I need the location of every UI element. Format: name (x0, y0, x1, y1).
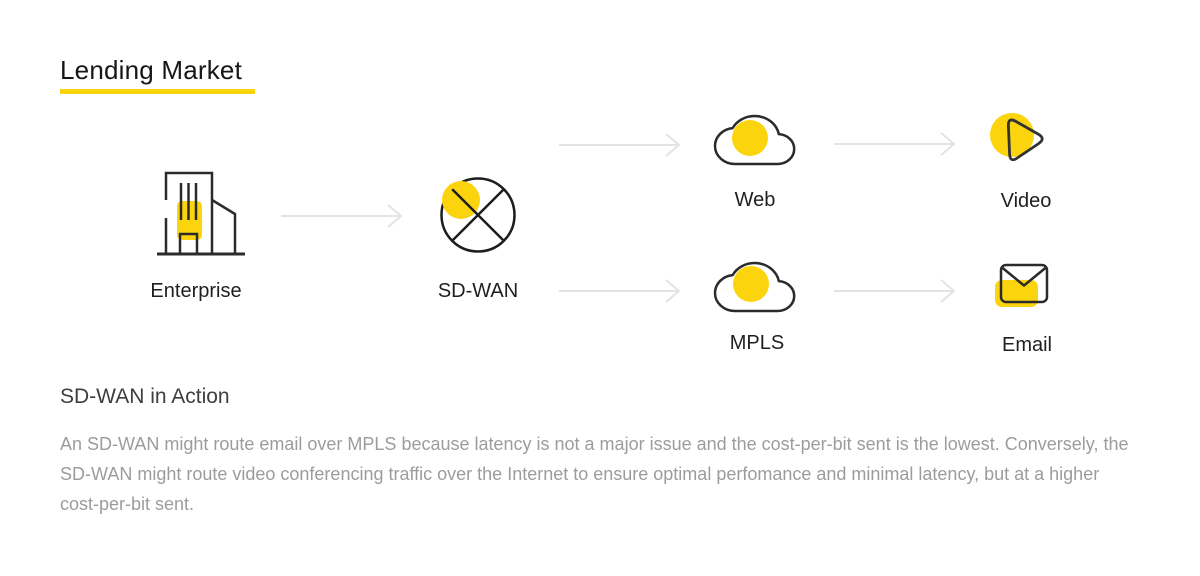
page-title: Lending Market (60, 55, 243, 85)
cloud-icon (713, 114, 796, 166)
cloud-icon (713, 261, 796, 313)
node-label-web: Web (734, 189, 776, 211)
title-underline (60, 89, 255, 94)
node-label-enterprise: Enterprise (150, 280, 242, 302)
arrow-right-icon (834, 279, 956, 303)
play-icon (990, 113, 1044, 162)
arrow-right-icon (559, 133, 681, 157)
node-label-mpls: MPLS (729, 332, 785, 354)
section-heading: SD-WAN in Action (60, 385, 230, 408)
envelope-icon (995, 263, 1049, 307)
building-icon (157, 171, 245, 256)
node-label-email: Email (1001, 334, 1053, 356)
node-label-sdwan: SD-WAN (437, 280, 519, 302)
node-label-video: Video (1000, 190, 1052, 212)
arrow-right-icon (281, 204, 403, 228)
arrow-right-icon (559, 279, 681, 303)
hub-icon (440, 177, 516, 253)
arrow-right-icon (834, 132, 956, 156)
section-body-text: An SD-WAN might route email over MPLS be… (60, 434, 1129, 514)
